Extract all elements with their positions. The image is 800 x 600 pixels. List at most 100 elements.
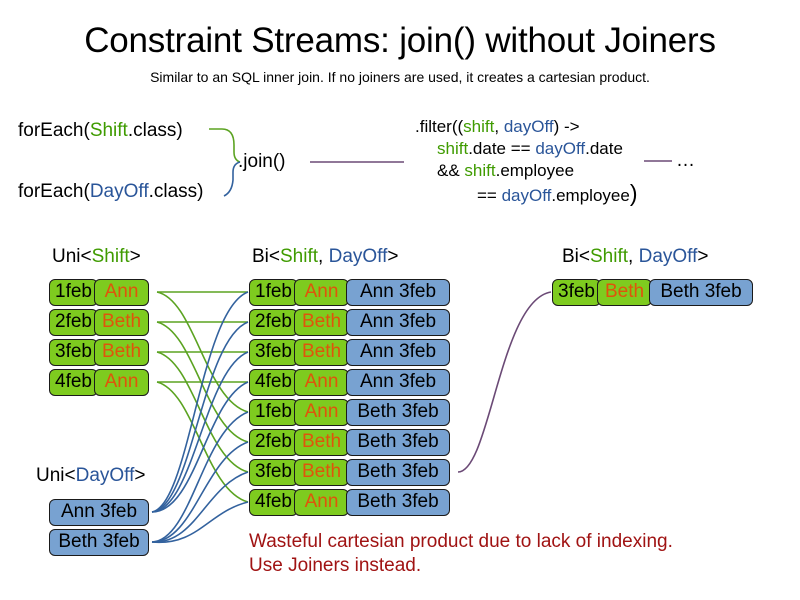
caption-bi-middle: Bi<Shift, DayOff>: [252, 246, 398, 268]
filter-param-dayoff: dayOff: [503, 117, 554, 136]
dayoff-label-cell: Ann 3feb: [49, 499, 149, 526]
caption-uni-dayoff-post: >: [134, 465, 146, 486]
caption-bi-right-t1: Shift: [590, 246, 629, 267]
foreach-shift-suffix: .class): [127, 120, 183, 141]
filter-l2-dayoff: dayOff: [535, 139, 586, 158]
shift-employee-cell: Ann: [94, 279, 149, 306]
warning-note: Wasteful cartesian product due to lack o…: [249, 530, 673, 578]
cartesian-employee-cell: Ann: [294, 489, 349, 516]
cartesian-date-cell: 2feb: [249, 429, 298, 456]
foreach-shift-prefix: forEach(: [18, 120, 90, 141]
cartesian-date-cell: 4feb: [249, 369, 298, 396]
cartesian-dayoff-cell: Beth 3feb: [346, 489, 450, 516]
cartesian-employee-cell: Beth: [294, 459, 349, 486]
cartesian-employee-cell: Beth: [294, 339, 349, 366]
caption-bi-right-pre: Bi<: [562, 246, 590, 267]
filter-lambda-open-paren: (: [457, 117, 464, 136]
foreach-shift-statement: forEach(Shift.class): [18, 119, 183, 142]
shift-date-cell: 2feb: [49, 309, 98, 336]
page-title: Constraint Streams: join() without Joine…: [84, 21, 716, 60]
page-subtitle: Similar to an SQL inner join. If no join…: [150, 69, 650, 85]
filter-l4-dayoff: dayOff: [501, 186, 552, 205]
shift-type-label: Shift: [89, 120, 128, 141]
filter-line-2: shift.date == dayOff.date: [437, 138, 637, 160]
cartesian-dayoff-cell: Ann 3feb: [346, 339, 450, 366]
cartesian-date-cell: 4feb: [249, 489, 298, 516]
cartesian-date-cell: 1feb: [249, 399, 298, 426]
caption-bi-right-post: >: [697, 246, 709, 267]
result-employee-cell: Beth: [597, 279, 652, 306]
caption-uni-dayoff-pre: Uni<: [36, 465, 76, 486]
filter-call-block: .filter((shift, dayOff) -> shift.date ==…: [415, 116, 637, 207]
cartesian-employee-cell: Ann: [294, 369, 349, 396]
shift-employee-cell: Beth: [94, 309, 149, 336]
cartesian-date-cell: 2feb: [249, 309, 298, 336]
warning-line-1: Wasteful cartesian product due to lack o…: [249, 531, 673, 552]
shift-date-cell: 4feb: [49, 369, 98, 396]
cartesian-employee-cell: Beth: [294, 309, 349, 336]
foreach-dayoff-suffix: .class): [148, 181, 204, 202]
filter-l4-eq: ==: [477, 186, 502, 205]
warning-line-2: Use Joiners instead.: [249, 555, 422, 576]
cartesian-employee-cell: Ann: [294, 279, 349, 306]
caption-bi-right-t2: DayOff: [638, 246, 698, 267]
filter-line-4: == dayOff.employee): [477, 182, 637, 207]
cartesian-dayoff-cell: Ann 3feb: [346, 309, 450, 336]
filter-close-paren: ): [629, 180, 638, 206]
filter-l2-shift: shift: [437, 139, 469, 158]
caption-bi-mid-sep: ,: [318, 246, 329, 267]
caption-uni-shift-post: >: [129, 246, 141, 267]
caption-bi-mid-t2: DayOff: [328, 246, 388, 267]
caption-bi-mid-t1: Shift: [280, 246, 319, 267]
dayoff-fact-row[interactable]: Ann 3feb: [49, 499, 149, 526]
filter-method-name: .filter(: [415, 117, 458, 136]
filter-l2-end: .date: [585, 139, 623, 158]
cartesian-dayoff-cell: Ann 3feb: [346, 279, 450, 306]
cartesian-date-cell: 1feb: [249, 279, 298, 306]
cartesian-dayoff-cell: Beth 3feb: [346, 429, 450, 456]
caption-uni-shift: Uni<Shift>: [52, 246, 141, 268]
result-date-cell: 3feb: [552, 279, 601, 306]
cartesian-date-cell: 3feb: [249, 459, 298, 486]
ellipsis-label: …: [676, 150, 695, 171]
result-dayoff-cell: Beth 3feb: [649, 279, 753, 306]
caption-uni-dayoff: Uni<DayOff>: [36, 465, 146, 487]
cartesian-employee-cell: Ann: [294, 399, 349, 426]
caption-bi-right-sep: ,: [628, 246, 639, 267]
caption-uni-shift-pre: Uni<: [52, 246, 92, 267]
dayoff-label-cell: Beth 3feb: [49, 529, 149, 556]
shift-employee-cell: Beth: [94, 339, 149, 366]
filter-lambda-arrow: ) ->: [553, 117, 580, 136]
filter-l2-mid: .date ==: [468, 139, 536, 158]
caption-bi-mid-pre: Bi<: [252, 246, 280, 267]
foreach-dayoff-statement: forEach(DayOff.class): [18, 180, 204, 203]
filter-param-shift: shift: [463, 117, 495, 136]
dayoff-fact-row[interactable]: Beth 3feb: [49, 529, 149, 556]
caption-uni-dayoff-type: DayOff: [75, 465, 135, 486]
shift-date-cell: 3feb: [49, 339, 98, 366]
cartesian-date-cell: 3feb: [249, 339, 298, 366]
cartesian-employee-cell: Beth: [294, 429, 349, 456]
filter-line-3: && shift.employee: [437, 160, 637, 182]
filter-l3-and: &&: [437, 161, 465, 180]
cartesian-dayoff-cell: Beth 3feb: [346, 459, 450, 486]
cartesian-dayoff-cell: Ann 3feb: [346, 369, 450, 396]
caption-uni-shift-type: Shift: [91, 246, 130, 267]
